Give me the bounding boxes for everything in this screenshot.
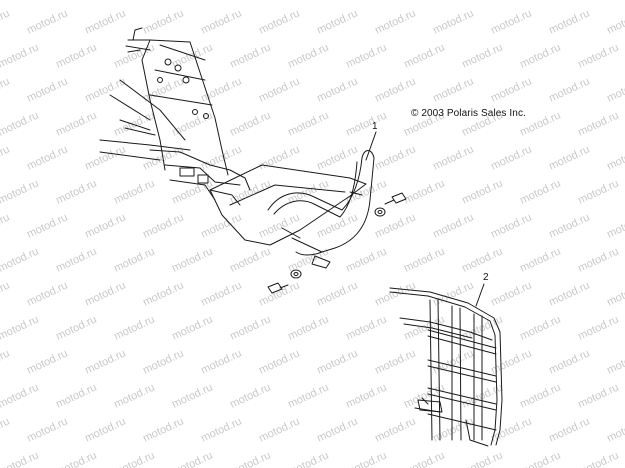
leader-line-2 xyxy=(475,283,485,307)
callout-number-2: 2 xyxy=(483,272,489,283)
washer-upper xyxy=(374,207,386,217)
bolt-lower xyxy=(267,282,289,294)
skid-plate xyxy=(209,164,367,246)
leader-line-1 xyxy=(365,131,377,161)
atv-frame xyxy=(99,27,251,206)
bolt-upper xyxy=(384,192,407,205)
washer-lower xyxy=(290,269,302,279)
front-bumper xyxy=(267,150,375,269)
nerf-bar-net xyxy=(389,287,503,447)
copyright-notice: © 2003 Polaris Sales Inc. xyxy=(411,108,526,119)
callout-number-1: 1 xyxy=(372,121,378,132)
